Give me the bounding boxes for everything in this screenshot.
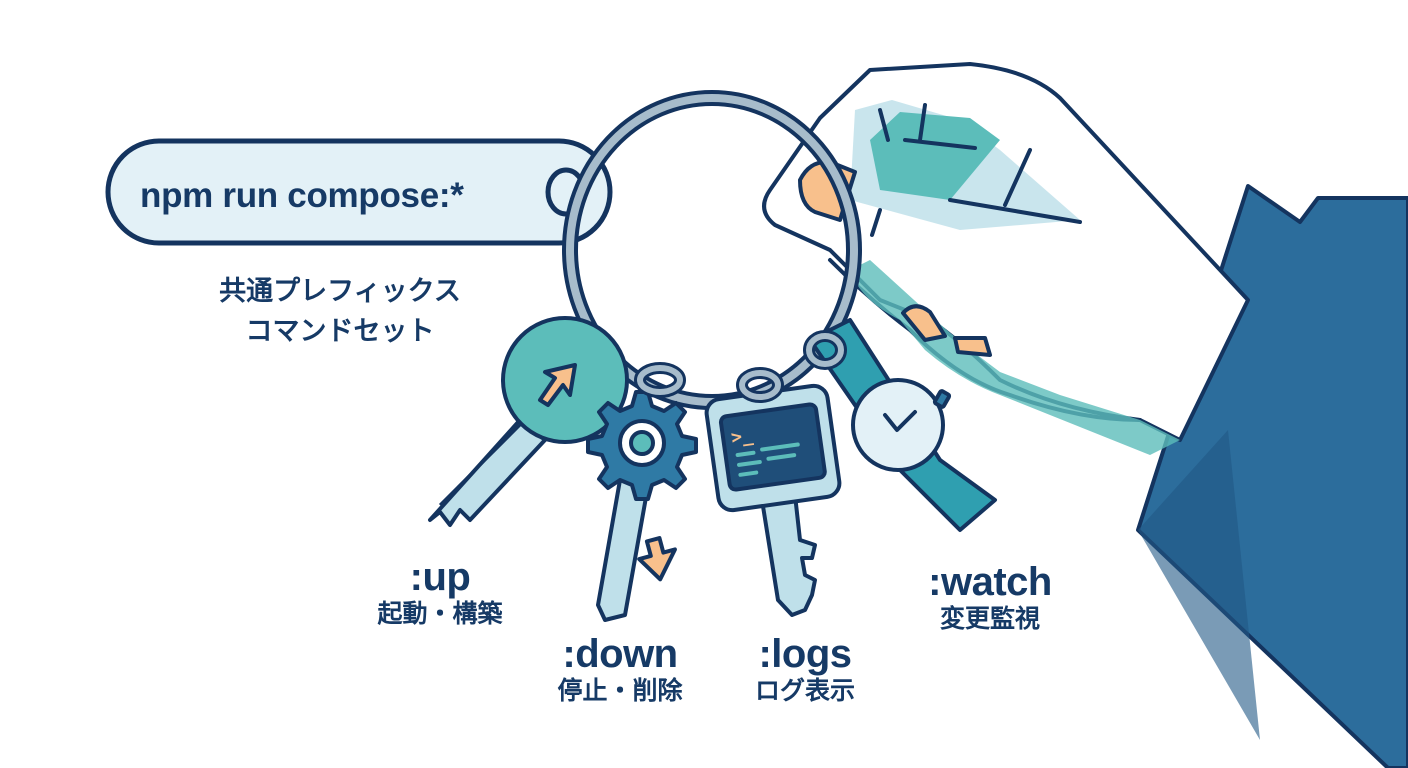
- key-logs: >_: [704, 383, 842, 617]
- key-label-up: :up 起動・構築: [350, 555, 530, 629]
- key-description: 変更監視: [939, 604, 1040, 633]
- tag-caption-line2: コマンドセット: [245, 316, 435, 347]
- hand: [762, 62, 1250, 455]
- key-label-watch: :watch 変更監視: [900, 560, 1080, 634]
- tag-caption-line1: 共通プレフィックス: [219, 276, 461, 307]
- key-command: :logs: [758, 632, 852, 676]
- key-down: [586, 390, 698, 622]
- key-description: 起動・構築: [377, 599, 503, 628]
- key-command: :up: [409, 555, 471, 599]
- key-description: 停止・削除: [557, 676, 683, 705]
- arrow-up-right-icon: [538, 363, 577, 407]
- svg-text:>_: >_: [730, 425, 755, 449]
- command-prefix-text: npm run compose:*: [140, 176, 464, 215]
- watch-icon: [851, 378, 945, 472]
- key-label-down: :down 停止・削除: [530, 632, 710, 706]
- key-command: :watch: [928, 560, 1052, 604]
- key-command: :down: [562, 632, 678, 676]
- key-description: ログ表示: [754, 676, 855, 705]
- key-up: [428, 316, 629, 527]
- watch: [808, 318, 997, 532]
- key-label-logs: :logs ログ表示: [720, 632, 890, 706]
